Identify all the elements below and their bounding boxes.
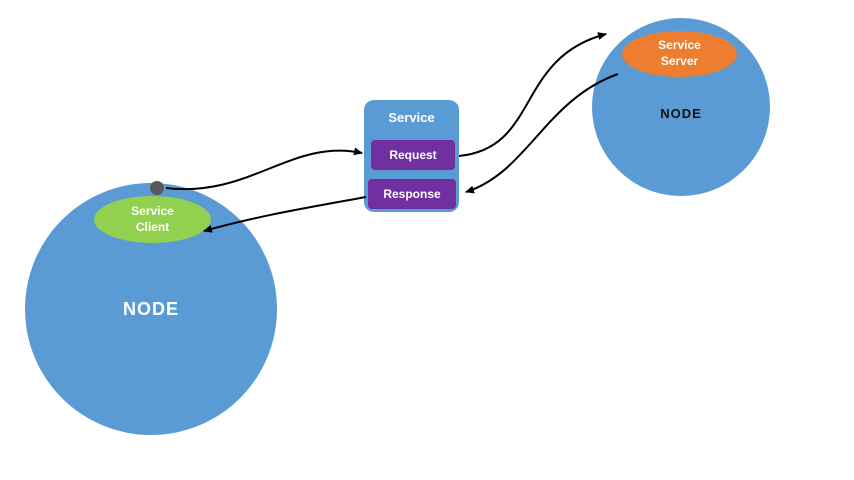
service-box-title: Service xyxy=(388,110,435,125)
request-box: Request xyxy=(371,140,455,170)
service-client-label-line1: Service xyxy=(131,203,174,218)
service-server-label-line2: Server xyxy=(660,54,699,68)
right-node-label: NODE xyxy=(660,106,702,121)
service-server-label-line1: Service xyxy=(658,38,701,53)
client-anchor-dot xyxy=(150,181,164,195)
service-server-ellipse: Service Server xyxy=(622,31,737,77)
service-client-label-line2: Client xyxy=(135,219,170,234)
arrow-request-to-server xyxy=(458,32,607,157)
response-box: Response xyxy=(368,179,456,209)
arrow-client-to-request xyxy=(165,147,363,191)
left-node-label: NODE xyxy=(122,299,179,319)
service-client-ellipse: Service Client xyxy=(94,196,211,243)
